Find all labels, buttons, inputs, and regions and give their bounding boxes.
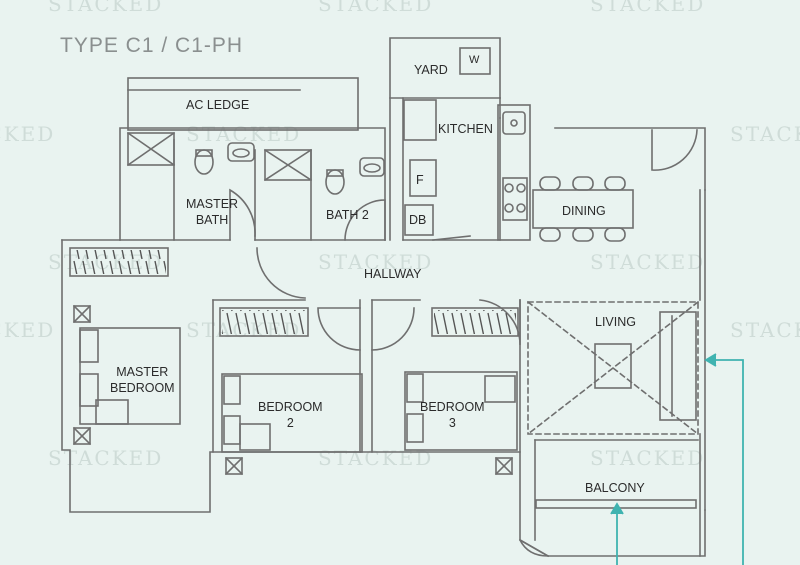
watermark: STACKED [0,122,56,146]
washer-machine [459,47,491,75]
db-box [404,204,434,236]
bedroom-3-bed [404,371,518,451]
fridge-box [409,159,437,197]
master-bath-label: MASTER BATH [186,197,239,227]
watermark: STACKED [730,122,800,146]
toilet-bath-2 [325,169,345,195]
watermark: STACKED [318,0,434,16]
bedroom-3-label: BEDROOM 3 [420,400,485,430]
dining-label: DINING [562,204,606,218]
washer-label: W [469,54,480,66]
watermark: STACKED [590,446,706,470]
kitchen-counter [497,104,531,241]
watermark: STACKED [0,318,56,342]
yard-label: YARD [414,63,448,77]
watermark: STACKED [590,250,706,274]
balcony-label: BALCONY [585,481,645,495]
watermark: STACKED [730,318,800,342]
basin-bath-2 [359,157,385,177]
master-bedroom-label: MASTER BEDROOM [110,365,175,395]
living-label: LIVING [595,315,636,329]
kitchen-label: KITCHEN [438,122,493,136]
bedroom-2-label: BEDROOM 2 [258,400,323,430]
outer-wall-top-right [554,127,706,191]
watermark: STACKED [318,250,434,274]
basin-master [227,142,255,162]
pointer-living [712,359,744,565]
bedroom-2-bed [221,373,363,453]
fridge-label: F [416,173,424,187]
living-area [527,301,699,435]
watermark: STACKED [48,0,164,16]
unit-type-title: TYPE C1 / C1-PH [60,34,244,57]
watermark: STACKED [590,0,706,16]
ac-ledge-label: AC LEDGE [186,98,250,112]
toilet-master [194,149,214,175]
kitchen-sink [502,111,526,135]
bath-2-label: BATH 2 [326,208,369,222]
watermark: STACKED [186,122,302,146]
hallway-label: HALLWAY [364,267,422,281]
sofa [659,311,697,421]
hob [502,177,528,221]
ac-ledge-outline [127,77,359,131]
coffee-table [594,343,632,389]
db-label: DB [409,213,427,227]
